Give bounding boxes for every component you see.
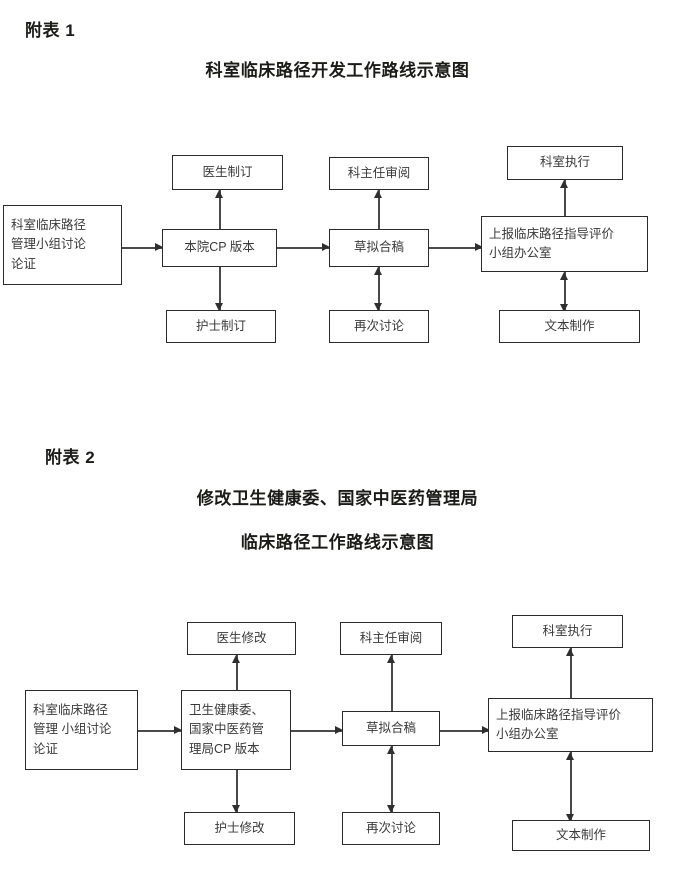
- node-dept-execute-2[interactable]: 科室执行: [512, 615, 623, 648]
- arrowhead-up-icon: [374, 267, 382, 275]
- connector-report-to-execute-1: [564, 180, 566, 218]
- node-report-office-2[interactable]: 上报临床路径指导评价 小组办公室: [488, 698, 653, 752]
- node-label: 草拟合稿: [353, 240, 404, 255]
- node-rediscuss-1[interactable]: 再次讨论: [329, 310, 429, 343]
- node-label: 医生制订: [202, 164, 253, 179]
- connector-cp-to-doctor-1: [219, 190, 221, 230]
- node-label: 护士修改: [214, 820, 265, 835]
- node-dept-discussion-1[interactable]: 科室临床路径 管理小组讨论 论证: [3, 205, 122, 285]
- node-draft-merge-2[interactable]: 草拟合稿: [342, 711, 440, 746]
- connector-draft-to-report-2: [440, 730, 490, 732]
- arrowhead-up-icon: [387, 655, 395, 663]
- node-director-review-2[interactable]: 科主任审阅: [340, 622, 442, 655]
- arrowhead-down-icon: [566, 814, 574, 822]
- arrowhead-right-icon: [482, 726, 490, 734]
- arrowhead-up-icon: [374, 190, 382, 198]
- connector-cp-to-nurse-1: [219, 266, 221, 311]
- connector-draft-to-director-1: [378, 190, 380, 230]
- node-label: 再次讨论: [353, 318, 404, 333]
- node-label: 科室执行: [542, 623, 593, 638]
- connector-cp-to-doctor-2: [236, 655, 238, 691]
- node-label: 上报临床路径指导评价 小组办公室: [489, 226, 615, 260]
- node-rediscuss-2[interactable]: 再次讨论: [342, 812, 440, 845]
- arrowhead-up-icon: [560, 272, 568, 280]
- node-nurse-drafting-1[interactable]: 护士制订: [166, 310, 276, 343]
- node-label: 文本制作: [544, 318, 595, 333]
- arrowhead-right-icon: [475, 243, 483, 251]
- node-label: 再次讨论: [365, 820, 416, 835]
- arrowhead-right-icon: [174, 726, 182, 734]
- appendix-2-label: 附表 2: [45, 448, 96, 467]
- node-hospital-cp-version-1[interactable]: 本院CP 版本: [162, 229, 277, 267]
- appendix-2-title-line1: 修改卫生健康委、国家中医药管理局: [196, 489, 479, 508]
- node-doctor-drafting-1[interactable]: 医生制订: [172, 155, 283, 190]
- node-national-cp-version-2[interactable]: 卫生健康委、 国家中医药管 理局CP 版本: [181, 690, 291, 770]
- connector-report-to-text-1: [564, 272, 566, 312]
- connector-cp-to-draft-1: [277, 247, 330, 249]
- arrowhead-up-icon: [232, 655, 240, 663]
- node-text-production-1[interactable]: 文本制作: [499, 310, 640, 343]
- node-text-production-2[interactable]: 文本制作: [512, 820, 650, 851]
- node-doctor-revision-2[interactable]: 医生修改: [187, 622, 296, 655]
- node-label: 科室执行: [539, 155, 590, 170]
- node-label: 医生修改: [216, 630, 267, 645]
- node-label: 护士制订: [195, 318, 246, 333]
- node-label: 科室临床路径 管理 小组讨论 论证: [33, 702, 112, 756]
- arrowhead-down-icon: [374, 303, 382, 311]
- node-label: 本院CP 版本: [184, 240, 255, 255]
- node-label: 科室临床路径 管理小组讨论 论证: [11, 217, 87, 271]
- connector-start-to-cp-2: [138, 730, 182, 732]
- appendix-1-label: 附表 1: [25, 21, 76, 40]
- arrowhead-down-icon: [387, 805, 395, 813]
- connector-start-to-cp-1: [122, 247, 162, 249]
- connector-cp-to-nurse-2: [236, 769, 238, 814]
- node-label: 科主任审阅: [359, 630, 423, 645]
- connector-draft-to-report-1: [429, 247, 483, 249]
- connector-report-to-text-2: [570, 752, 572, 822]
- appendix-2-title-line2: 临床路径工作路线示意图: [240, 533, 435, 552]
- node-dept-discussion-2[interactable]: 科室临床路径 管理 小组讨论 论证: [25, 690, 138, 770]
- connector-draft-to-rediscuss-2: [391, 746, 393, 813]
- arrowhead-up-icon: [387, 746, 395, 754]
- node-label: 上报临床路径指导评价 小组办公室: [496, 707, 622, 741]
- arrowhead-right-icon: [335, 726, 343, 734]
- arrowhead-up-icon: [560, 180, 568, 188]
- arrowhead-down-icon: [232, 805, 240, 813]
- node-label: 卫生健康委、 国家中医药管 理局CP 版本: [189, 702, 265, 756]
- node-draft-merge-1[interactable]: 草拟合稿: [329, 229, 429, 267]
- node-label: 文本制作: [555, 827, 606, 842]
- arrowhead-up-icon: [566, 648, 574, 656]
- arrowhead-down-icon: [215, 303, 223, 311]
- connector-cp-to-draft-2: [291, 730, 343, 732]
- node-director-review-1[interactable]: 科主任审阅: [329, 157, 429, 190]
- connector-report-to-execute-2: [570, 648, 572, 700]
- arrowhead-right-icon: [322, 243, 330, 251]
- node-label: 草拟合稿: [365, 720, 416, 735]
- connector-draft-to-director-2: [391, 655, 393, 712]
- arrowhead-right-icon: [155, 243, 163, 251]
- node-dept-execute-1[interactable]: 科室执行: [507, 146, 623, 180]
- arrowhead-up-icon: [566, 752, 574, 760]
- appendix-1-title: 科室临床路径开发工作路线示意图: [205, 61, 470, 80]
- node-nurse-revision-2[interactable]: 护士修改: [184, 812, 295, 845]
- node-label: 科主任审阅: [347, 165, 411, 180]
- connector-draft-to-rediscuss-1: [378, 267, 380, 311]
- arrowhead-down-icon: [560, 304, 568, 312]
- arrowhead-up-icon: [215, 190, 223, 198]
- node-report-office-1[interactable]: 上报临床路径指导评价 小组办公室: [481, 216, 648, 272]
